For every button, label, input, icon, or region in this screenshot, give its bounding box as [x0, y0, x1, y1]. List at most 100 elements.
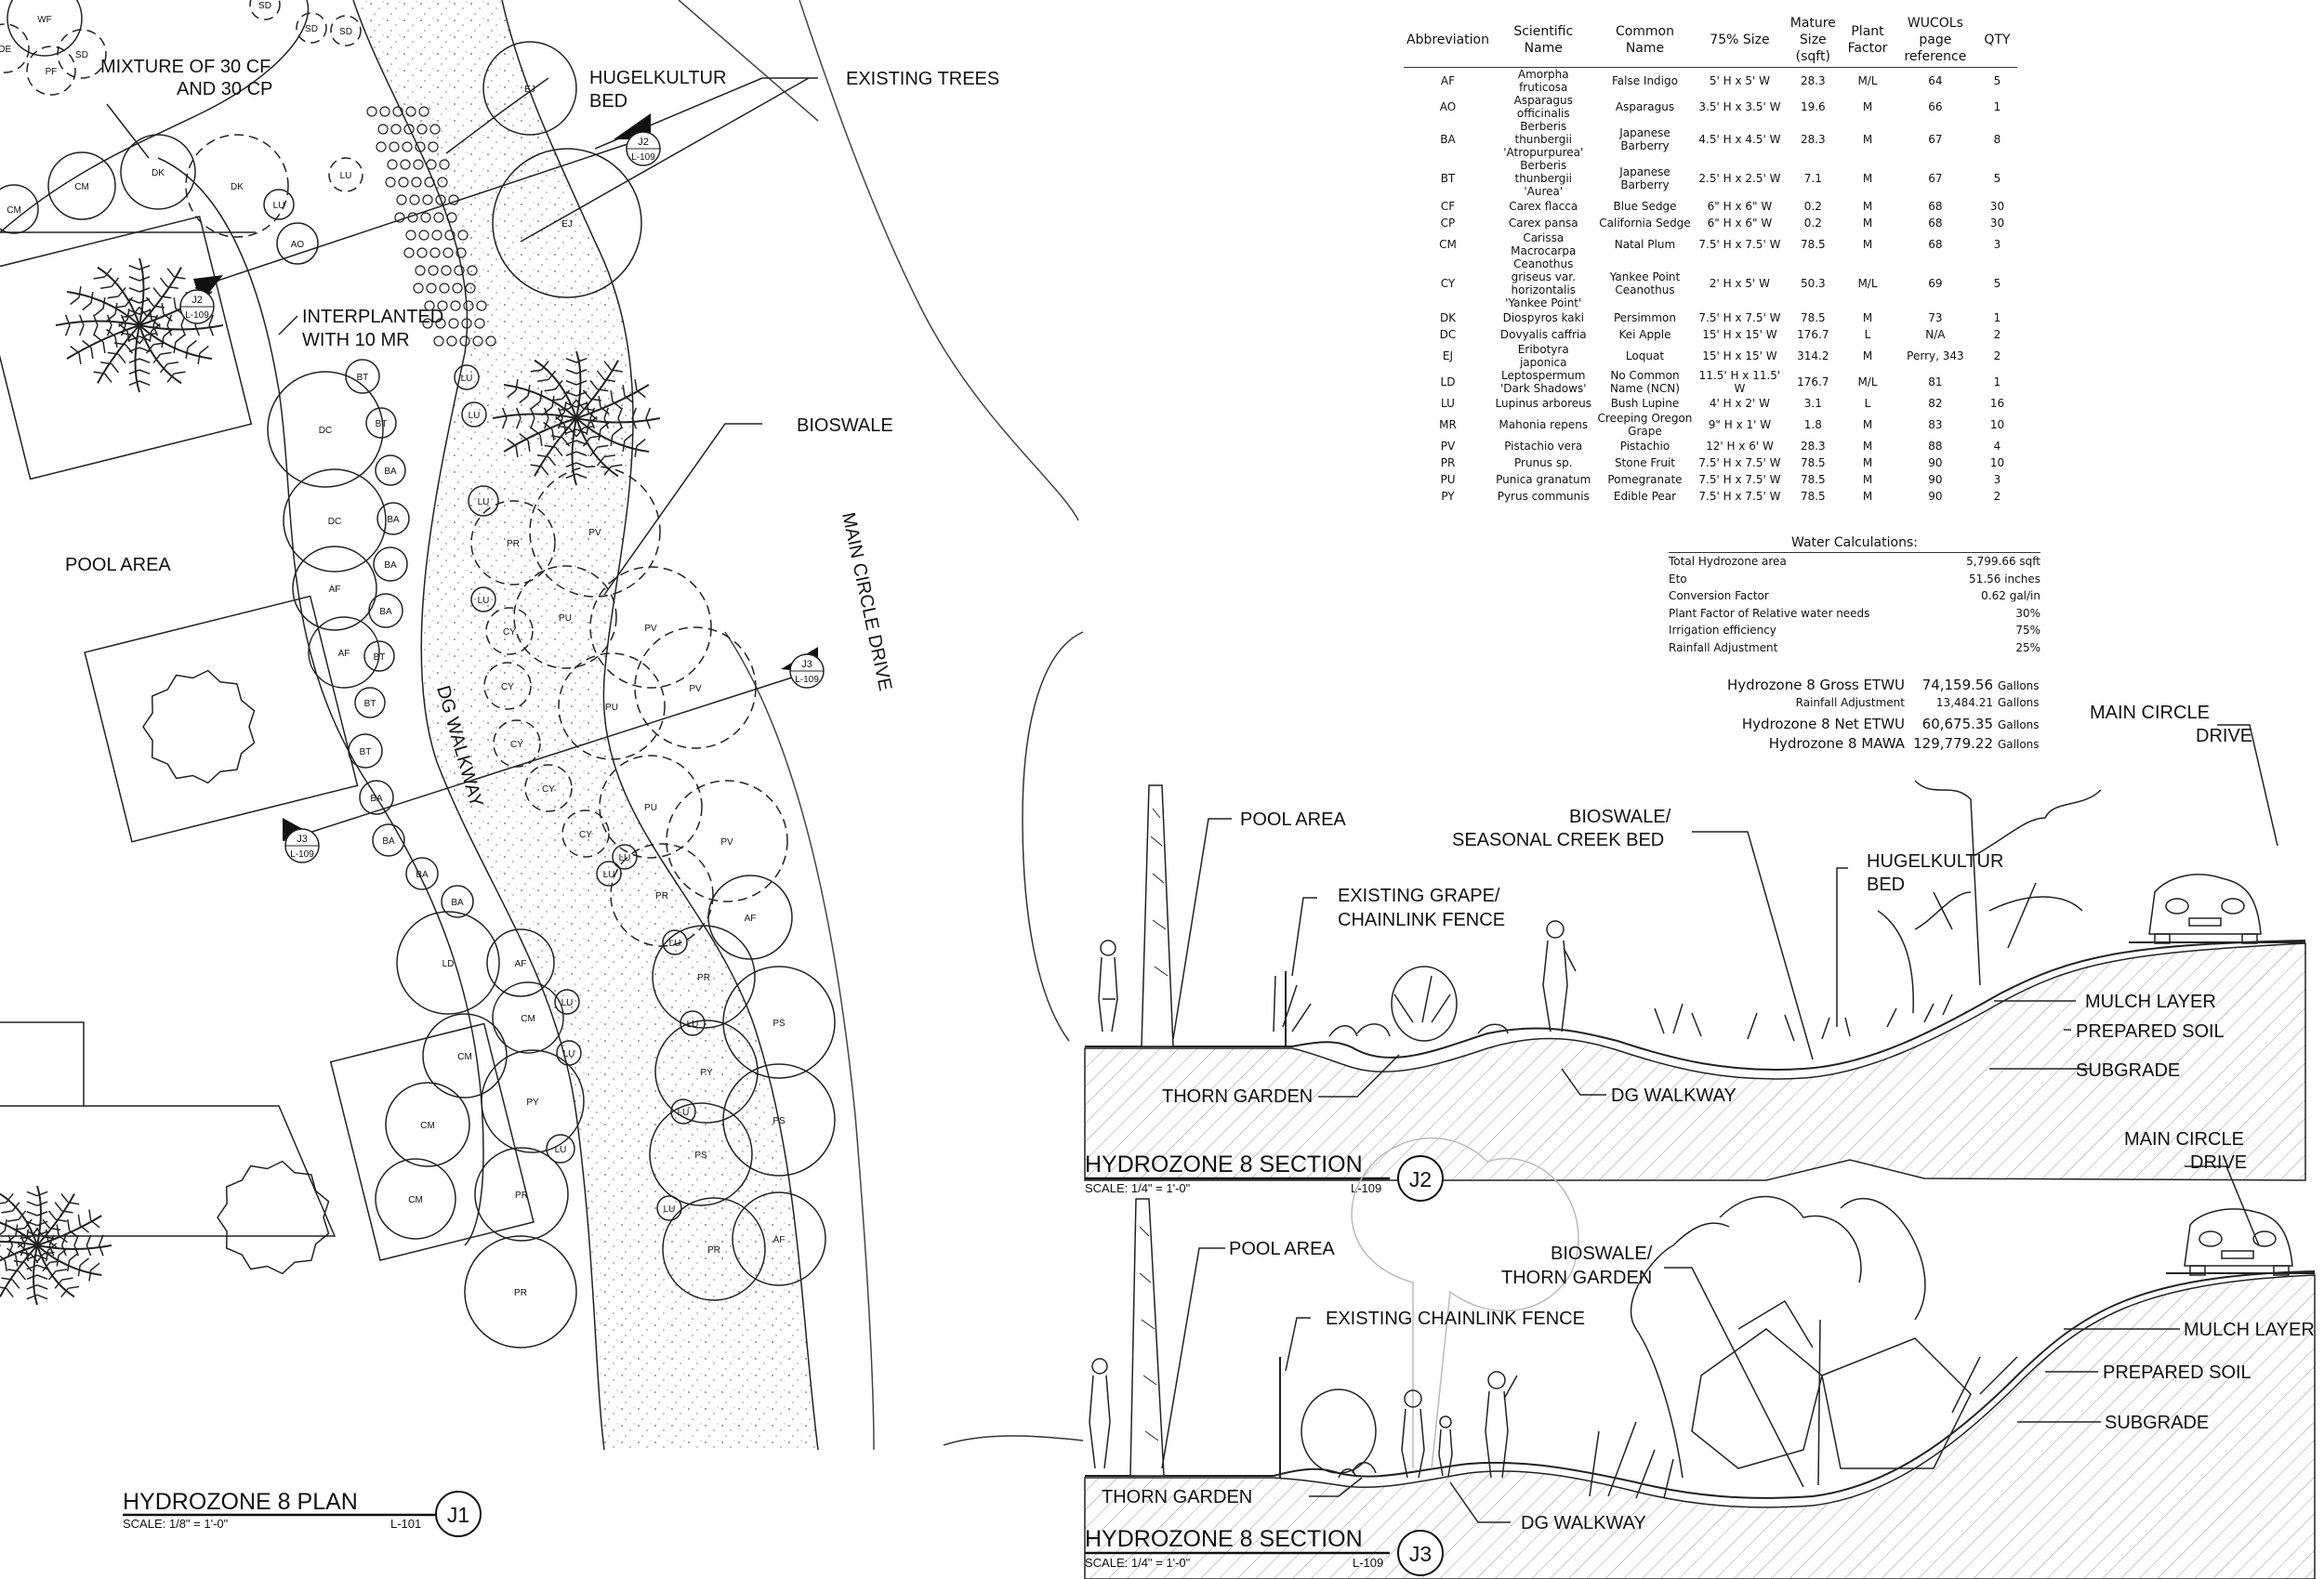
plant-cell: CP — [1440, 217, 1456, 230]
plant-cell: 8 — [1993, 133, 2001, 146]
plant-cell: 67 — [1928, 172, 1943, 185]
plant-schedule-table: Abbreviation Scientific Name Common Name… — [1404, 13, 2017, 505]
section-cut-j3 — [297, 668, 819, 837]
plant-cell: Ceanothus griseus var. horizontalis 'Yan… — [1505, 257, 1582, 309]
water-calc-label: Eto — [1669, 572, 1687, 586]
plant-code-pr: PR — [507, 539, 520, 549]
walkway-left-edge — [352, 0, 605, 1451]
plant-circle-ba — [372, 823, 405, 857]
plant-cell: Eribotyra japonica — [1517, 343, 1569, 369]
plant-circle-ba — [405, 857, 439, 890]
plant-cell: 30 — [1989, 200, 2005, 213]
water-calculations: Water Calculations: Total Hydrozone area… — [1669, 535, 2040, 656]
hugelkultur-dot — [442, 247, 454, 258]
plant-circle-lu — [656, 1195, 682, 1221]
hugelkultur-dot — [379, 106, 390, 117]
j2-car — [2148, 874, 2262, 944]
plant-circle-sd — [330, 15, 362, 46]
plant-cell: M — [1862, 172, 1873, 185]
plant-cell: Persimmon — [1613, 311, 1676, 324]
plant-cell: Perry, 343 — [1907, 349, 1964, 362]
j2-title: HYDROZONE 8 SECTION — [1085, 1151, 1363, 1178]
plant-cell: 1.8 — [1803, 418, 1822, 431]
plant-code-lu: LU — [678, 1108, 690, 1118]
plant-cell: Creeping Oregon Grape — [1597, 412, 1693, 438]
plant-circle-ps — [722, 966, 836, 1079]
plant-code-pu: PU — [644, 803, 657, 813]
water-calc-value: 30% — [2015, 606, 2040, 620]
plant-cell: 0.2 — [1803, 217, 1822, 230]
plant-cell: 7.5' H x 7.5' W — [1698, 238, 1781, 251]
hugelkultur-dot — [403, 247, 415, 258]
plant-code-lu: LU — [469, 411, 481, 421]
hugelkultur-dot — [402, 141, 413, 152]
hugelkultur-dot — [424, 300, 435, 311]
hugelkultur-dot — [433, 336, 444, 347]
hugelkultur-dot — [390, 124, 402, 135]
hugelkultur-dot — [394, 212, 405, 223]
plant-cell: 2 — [1993, 349, 2001, 362]
plant-cell: AF — [1440, 74, 1456, 87]
plant-code-cy: CY — [501, 682, 514, 692]
j3-bubble: J3 — [1409, 1542, 1432, 1566]
plant-cell: False Indigo — [1611, 74, 1678, 87]
plant-code-ld: LD — [442, 959, 455, 969]
plant-code-af: AF — [773, 1235, 786, 1245]
plant-cell: Edible Pear — [1613, 490, 1677, 503]
header-scientific-name: Scientific Name — [1491, 13, 1595, 68]
pool-deck-mid — [84, 595, 359, 843]
label-main-circle-drive: MAIN CIRCLE DRIVE — [838, 510, 895, 692]
label-hugelkultur-bed: BED — [589, 91, 627, 112]
water-summary-label: Rainfall Adjustment — [1795, 696, 1905, 709]
plant-code-lu: LU — [603, 870, 615, 880]
j3-car — [2184, 1208, 2293, 1276]
j2-hugel-label-2: BED — [1867, 875, 1905, 895]
water-calc-label: Conversion Factor — [1669, 589, 1769, 602]
existing-tree-symbols — [142, 669, 330, 1275]
j3-bioswale-label-2: THORN GARDEN — [1501, 1268, 1652, 1288]
hugelkultur-dot — [422, 194, 433, 205]
plant-circle-lu — [596, 861, 622, 887]
plant-code-bt: BT — [374, 652, 386, 663]
plant-circle-pr — [662, 1197, 766, 1301]
dg-walkway-area — [353, 0, 818, 1450]
plant-cell: 2' H x 5' W — [1709, 277, 1770, 290]
hugelkultur-dot — [435, 318, 446, 329]
plant-cell: M — [1862, 440, 1873, 453]
water-calc-value: 75% — [2015, 624, 2040, 637]
plant-cell: 5 — [1993, 74, 2001, 87]
water-calc-label: Total Hydrozone area — [1669, 555, 1787, 568]
plant-cell: 68 — [1928, 238, 1943, 251]
hugelkultur-dot — [409, 194, 420, 205]
plant-circle-cm — [0, 184, 39, 234]
plant-cell: Japanese Barberry — [1619, 165, 1670, 191]
plant-cell: 73 — [1928, 311, 1943, 324]
plant-cell: M — [1862, 200, 1873, 213]
plant-cell: 1 — [1993, 375, 2001, 388]
plant-circle-pr — [474, 1147, 569, 1242]
hugelkultur-dot — [411, 177, 422, 188]
plant-cell: Berberis thunbergii 'Aurea' — [1514, 159, 1573, 198]
plant-code-ej: EJ — [524, 85, 535, 95]
j3-drive-label-2: DRIVE — [2190, 1152, 2247, 1173]
j3-walkway-label: DG WALKWAY — [1521, 1513, 1646, 1533]
plant-cell: M — [1862, 349, 1873, 362]
plant-cell: Japanese Barberry — [1619, 126, 1670, 152]
plant-cell: 7.5' H x 7.5' W — [1698, 456, 1781, 469]
existing-tree — [142, 669, 256, 784]
plant-circle-af — [486, 928, 555, 997]
j3-thorn-label: THORN GARDEN — [1102, 1487, 1252, 1507]
hugelkultur-dot — [467, 265, 478, 276]
j3-wall — [1129, 1198, 1165, 1477]
plant-cell: 88 — [1928, 440, 1943, 453]
plant-cell: 1 — [1993, 100, 2001, 113]
label-existing-trees: EXISTING TREES — [846, 69, 999, 89]
